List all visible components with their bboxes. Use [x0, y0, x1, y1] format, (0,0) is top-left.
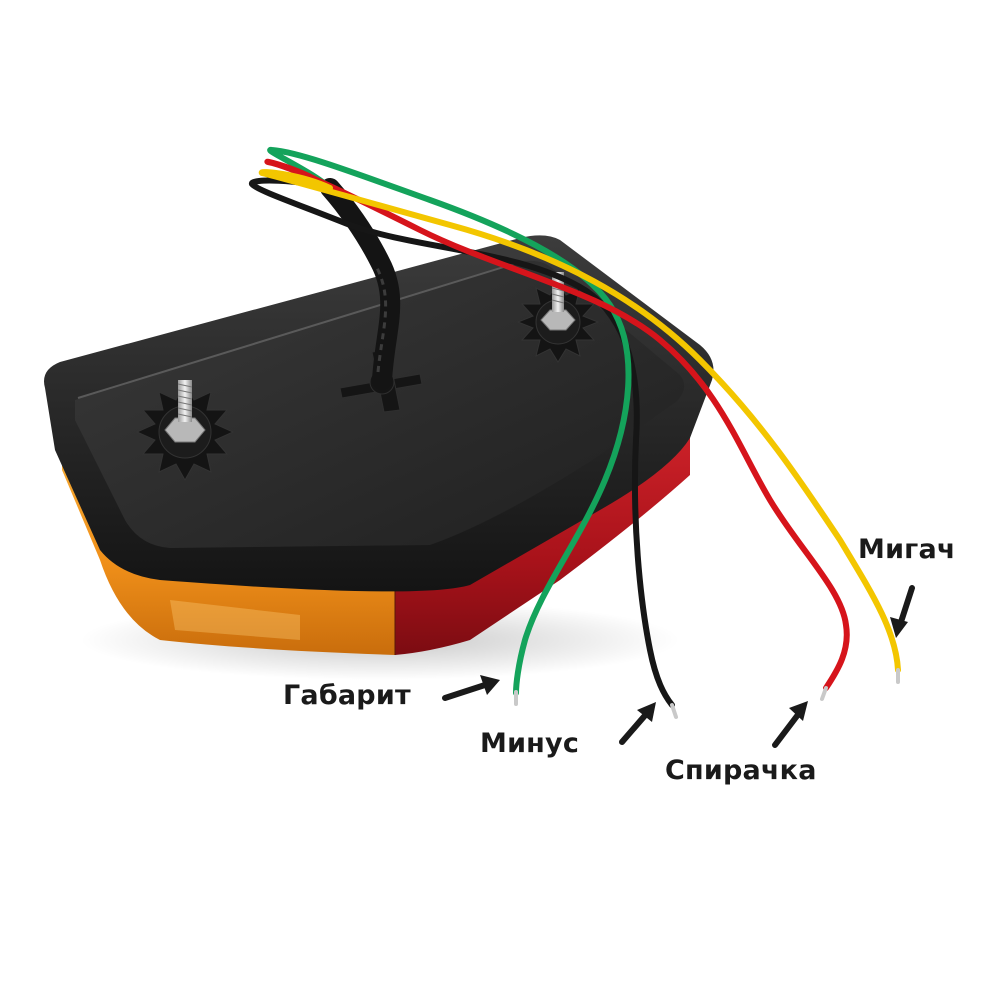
- label-minus: Минус: [480, 728, 580, 759]
- wire-yellow: [258, 169, 901, 673]
- amber-highlight: [170, 600, 300, 640]
- plate-edge-highlight: [77, 261, 521, 399]
- label-gabarit: Габарит: [283, 680, 411, 711]
- sheathed-cable: [320, 178, 401, 390]
- left-hex-nut: [164, 417, 206, 443]
- wires: [248, 146, 901, 719]
- label-spirachka: Спирачка: [665, 755, 817, 786]
- left-thread-lines: [177, 383, 193, 418]
- wire-black: [248, 177, 675, 708]
- arrow-spirachka: [772, 701, 808, 748]
- arrow-migach: [890, 585, 915, 638]
- wire-red: [264, 158, 850, 691]
- arrow-minus: [619, 702, 656, 745]
- cable-highlight: [374, 265, 388, 373]
- arrow-gabarit: [442, 675, 500, 701]
- annotation-arrows: [442, 585, 915, 748]
- tip-black: [670, 703, 678, 719]
- label-migach: Мигач: [858, 534, 956, 565]
- right-hex-nut: [540, 309, 576, 331]
- tip-red: [820, 686, 828, 701]
- left-mount-bolt: [135, 380, 235, 482]
- right-mount-bolt: [516, 272, 600, 363]
